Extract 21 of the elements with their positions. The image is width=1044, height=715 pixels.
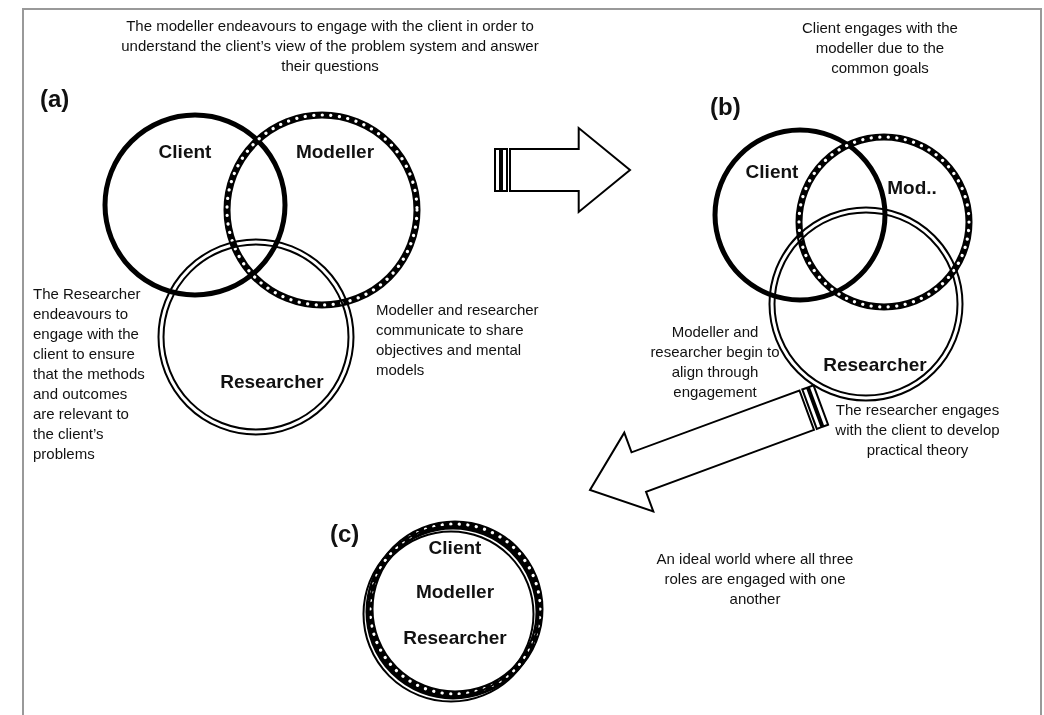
- annotation-text: The modeller endeavours to engage with the client in order to understand the client’s view of the problem system and answer their questions: [120, 16, 540, 76]
- role-label: Client: [158, 141, 212, 163]
- role-label: Client: [428, 537, 482, 559]
- block-arrow: [588, 384, 830, 514]
- annotation-text: The Researcher endeavours to engage with the client to ensure that the methods and outcomes are relevant to the client’s problems: [33, 284, 146, 464]
- annotation-text: An ideal world where all three roles are engaged with one another: [655, 549, 855, 609]
- block-arrow: [494, 125, 632, 215]
- annotation-text: Modeller and researcher communicate to share objectives and mental models: [376, 300, 540, 380]
- panel-label: (a): [40, 85, 70, 113]
- role-label: Client: [745, 161, 799, 183]
- annotation-text: Modeller and researcher begin to align through engagement: [649, 322, 781, 402]
- role-label: Mod..: [887, 177, 937, 199]
- role-label: Modeller: [295, 141, 375, 163]
- panel-label: (c): [330, 520, 360, 548]
- panel-label: (b): [710, 93, 741, 121]
- annotation-text: The researcher engages with the client to develop practical theory: [835, 400, 1000, 460]
- annotation-text: Client engages with the modeller due to the common goals: [801, 18, 959, 78]
- role-label: Researcher: [220, 371, 324, 393]
- role-label: Researcher: [823, 354, 927, 376]
- role-label: Researcher: [403, 627, 507, 649]
- role-label: Modeller: [415, 581, 495, 603]
